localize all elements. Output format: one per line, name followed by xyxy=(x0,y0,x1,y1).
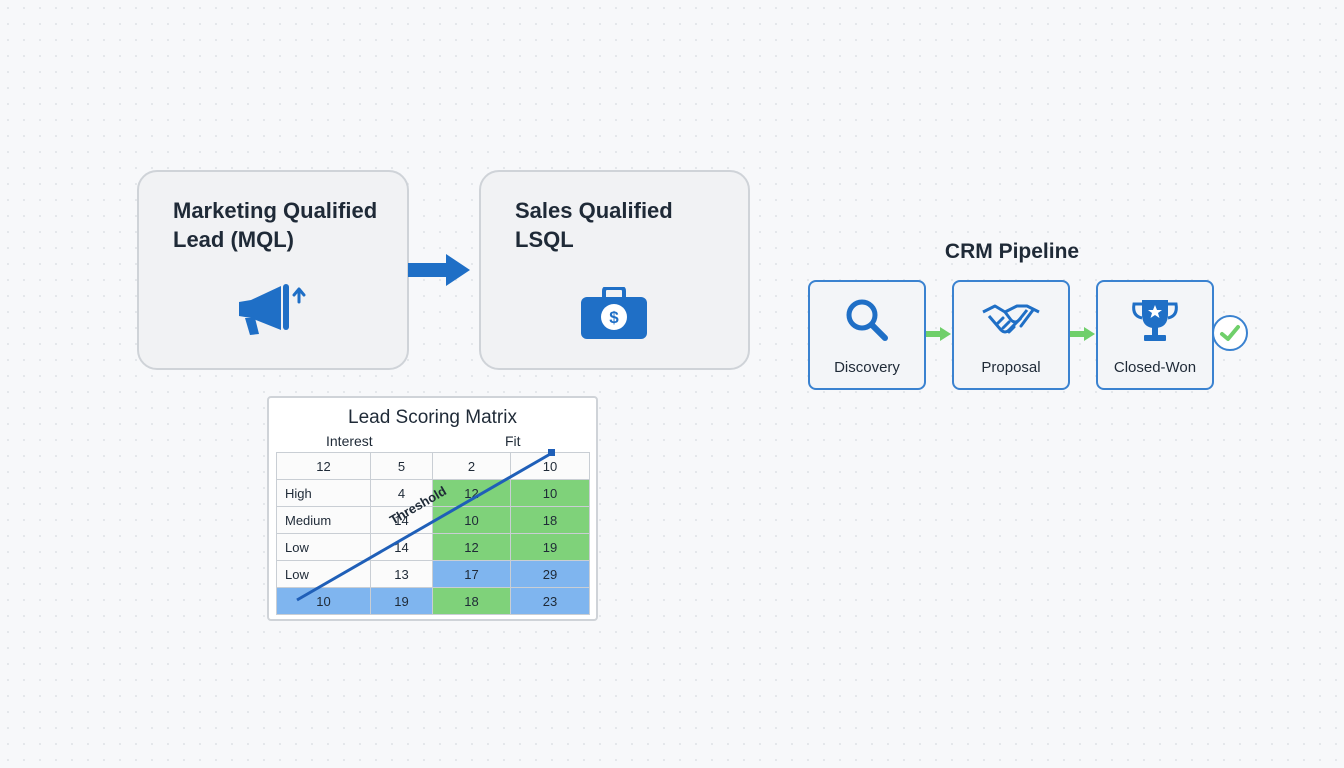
matrix-cell: 10 xyxy=(432,506,511,534)
stage-label: Closed-Won xyxy=(1113,359,1197,376)
matrix-header-cell: 12 xyxy=(276,452,371,480)
matrix-cell: 12 xyxy=(432,533,511,561)
pipeline-connector xyxy=(926,327,951,341)
trophy-icon xyxy=(1098,296,1212,349)
matrix-row: Low 14 12 19 xyxy=(276,533,590,561)
matrix-row-label: Low xyxy=(276,533,371,561)
matrix-row: Low 13 17 29 xyxy=(276,560,590,588)
matrix-header-cell: 2 xyxy=(432,452,511,480)
briefcase-dollar-icon: $ xyxy=(580,286,648,346)
matrix-row-label: 10 xyxy=(276,587,371,615)
sql-title-line1: Sales Qualified xyxy=(515,198,673,223)
axis-interest-label: Interest xyxy=(326,433,373,449)
matrix-cell: 29 xyxy=(510,560,590,588)
matrix-cell: 14 xyxy=(370,533,433,561)
sql-title-line2: LSQL xyxy=(515,227,574,252)
check-circle-icon xyxy=(1212,315,1248,351)
handshake-icon xyxy=(954,296,1068,349)
matrix-title: Lead Scoring Matrix xyxy=(348,407,517,428)
axis-fit-label: Fit xyxy=(505,433,521,449)
matrix-cell: 4 xyxy=(370,479,433,507)
matrix-row-label: Low xyxy=(276,560,371,588)
lead-scoring-matrix: Lead Scoring Matrix Interest Fit 12 5 2 … xyxy=(267,396,598,621)
pipeline-title: CRM Pipeline xyxy=(944,240,1080,263)
matrix-cell: 13 xyxy=(370,560,433,588)
matrix-header-cell: 10 xyxy=(510,452,590,480)
stage-discovery[interactable]: Discovery xyxy=(808,280,926,390)
matrix-cell: 12 xyxy=(432,479,511,507)
mql-title: Marketing Qualified Lead (MQL) xyxy=(173,196,377,254)
matrix-grid: 12 5 2 10 High 4 12 10 Medium 14 10 18 L… xyxy=(276,452,590,615)
matrix-cell: 18 xyxy=(432,587,511,615)
matrix-row-label: High xyxy=(276,479,371,507)
matrix-cell: 17 xyxy=(432,560,511,588)
matrix-cell: 18 xyxy=(510,506,590,534)
flow-arrow xyxy=(408,254,470,286)
pipeline-connector xyxy=(1070,327,1095,341)
matrix-row: 10 19 18 23 xyxy=(276,587,590,615)
stage-closed-won[interactable]: Closed-Won xyxy=(1096,280,1214,390)
stage-proposal[interactable]: Proposal xyxy=(952,280,1070,390)
matrix-cell: 19 xyxy=(510,533,590,561)
matrix-cell: 14 xyxy=(370,506,433,534)
matrix-row: High 4 12 10 xyxy=(276,479,590,507)
svg-text:$: $ xyxy=(609,308,619,327)
matrix-cell: 19 xyxy=(370,587,433,615)
stage-label: Proposal xyxy=(981,359,1041,376)
mql-title-line2: Lead (MQL) xyxy=(173,227,294,252)
matrix-row: Medium 14 10 18 xyxy=(276,506,590,534)
matrix-row-label: Medium xyxy=(276,506,371,534)
matrix-header-cell: 5 xyxy=(370,452,433,480)
matrix-cell: 10 xyxy=(510,479,590,507)
magnifier-icon xyxy=(810,296,924,349)
stage-label: Discovery xyxy=(834,359,900,376)
mql-title-line1: Marketing Qualified xyxy=(173,198,378,223)
sql-title: Sales Qualified LSQL xyxy=(515,196,673,254)
sql-card: Sales Qualified LSQL $ xyxy=(479,170,750,370)
matrix-header-row: 12 5 2 10 xyxy=(276,452,590,480)
megaphone-icon xyxy=(235,280,315,345)
matrix-cell: 23 xyxy=(510,587,590,615)
mql-card: Marketing Qualified Lead (MQL) xyxy=(137,170,409,370)
